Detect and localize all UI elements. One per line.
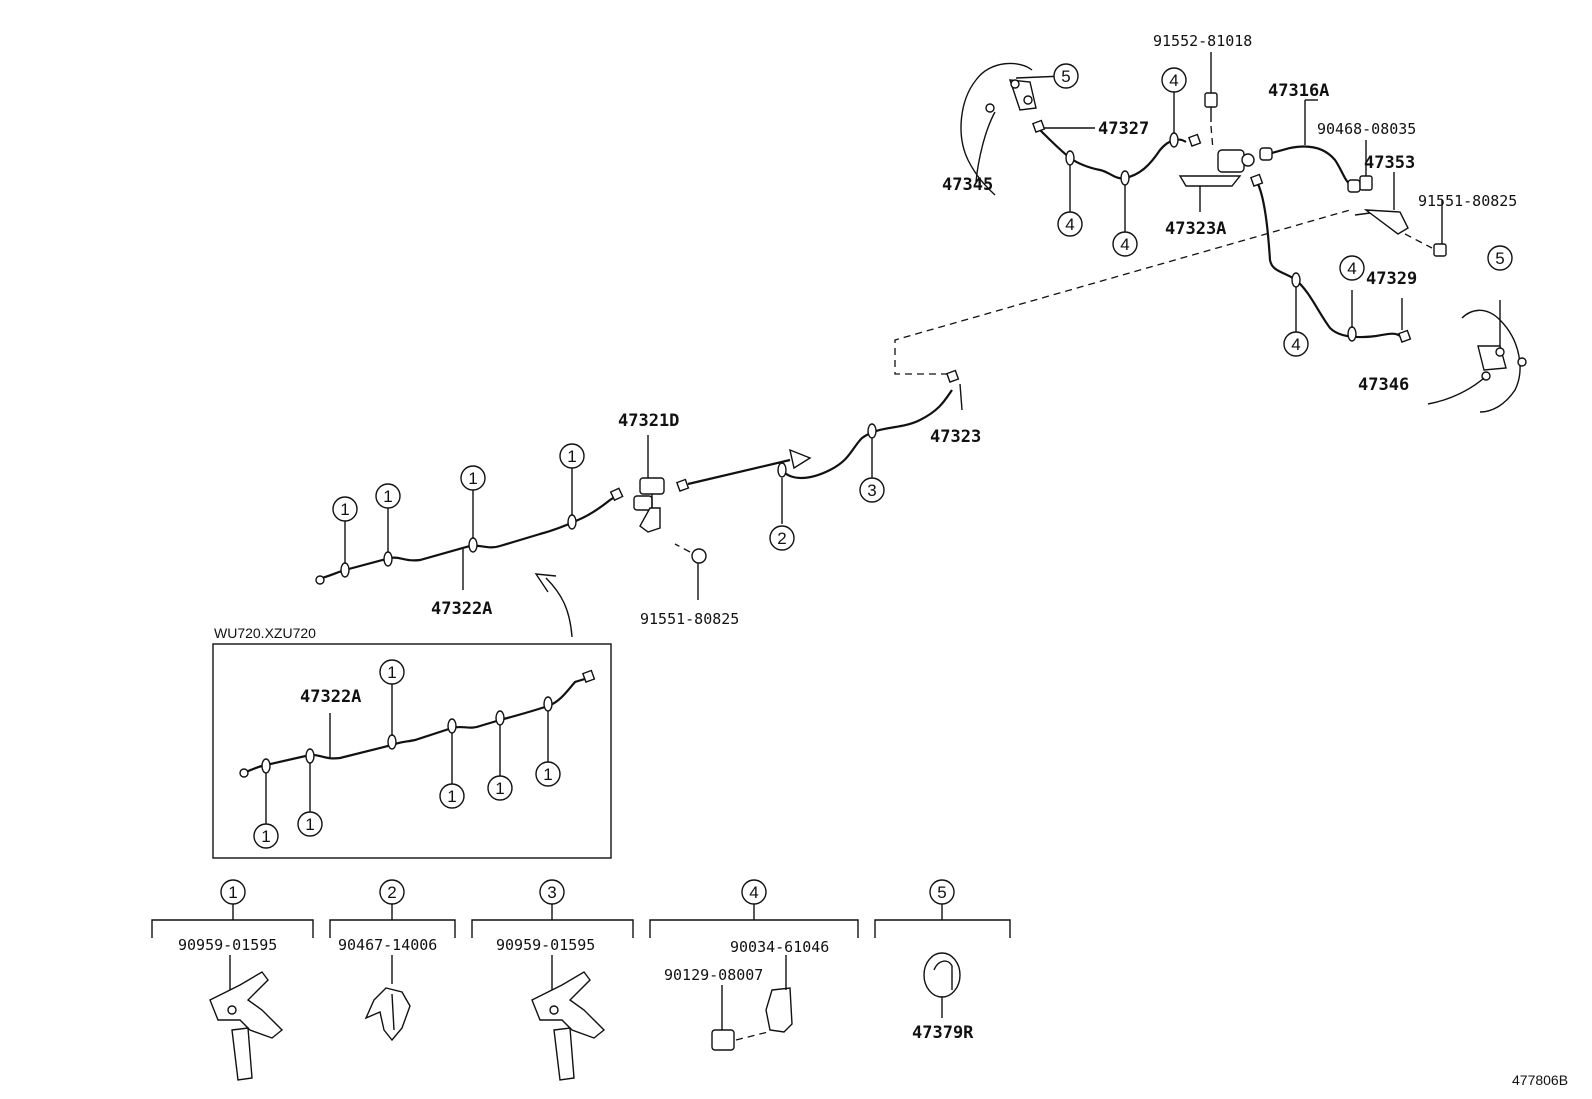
label-91552-81018: 91552-81018 — [1153, 32, 1252, 50]
callout-1: 1 — [305, 815, 314, 834]
clamp-90034-bolt-90129-drawing — [711, 955, 793, 1051]
callout-5: 5 — [1495, 249, 1504, 268]
label-47353: 47353 — [1364, 153, 1415, 173]
clamp-marker — [468, 537, 478, 553]
callout-4: 4 — [1065, 215, 1074, 234]
legend-num-1: 1 — [228, 883, 237, 902]
callout-1: 1 — [383, 487, 392, 506]
clip-90959-01595-b-drawing — [531, 955, 606, 1081]
label-47322A-inset: 47322A — [300, 687, 361, 707]
dashed-connector — [894, 209, 1351, 375]
callout-circles: 1 1 1 1 2 3 4 4 4 4 4 5 5 1 1 1 1 1 1 1 … — [220, 63, 1513, 905]
label-47323: 47323 — [930, 427, 981, 447]
legend-num-4: 4 — [749, 883, 758, 902]
part-labels: 91552-81018 47316A 90468-08035 47353 915… — [178, 32, 1568, 1088]
label-91551-80825-upper: 91551-80825 — [1418, 192, 1517, 210]
legend-part-90959-01595: 90959-01595 — [178, 936, 277, 954]
label-47322A: 47322A — [431, 599, 492, 619]
clip-90467-14006-drawing — [364, 955, 411, 1042]
direction-arrow — [789, 448, 812, 470]
callout-5: 5 — [1061, 67, 1070, 86]
legend-part-90034-61046: 90034-61046 — [730, 938, 829, 956]
legend-part-90467-14006: 90467-14006 — [338, 936, 437, 954]
clamp-marker — [383, 551, 393, 567]
legend-num-2: 2 — [387, 883, 396, 902]
callout-1: 1 — [387, 663, 396, 682]
callout-1: 1 — [447, 787, 456, 806]
main-brake-line-47322A — [315, 468, 624, 590]
callout-1: 1 — [468, 469, 477, 488]
line-end-fitting — [315, 575, 325, 585]
clamp-marker — [567, 514, 577, 530]
label-90468-08035: 90468-08035 — [1317, 120, 1416, 138]
callout-4: 4 — [1169, 71, 1178, 90]
label-47329: 47329 — [1366, 269, 1417, 289]
callout-1: 1 — [261, 827, 270, 846]
callout-4: 4 — [1291, 335, 1300, 354]
middle-brake-line-47323 — [675, 369, 963, 524]
inset-box — [212, 573, 612, 859]
clamp-marker — [340, 562, 350, 578]
legend-part-90959-01595-b: 90959-01595 — [496, 936, 595, 954]
callout-1: 1 — [340, 500, 349, 519]
callout-4: 4 — [1347, 259, 1356, 278]
legend-num-3: 3 — [547, 883, 556, 902]
callout-2: 2 — [777, 529, 786, 548]
junction-block-47321D — [633, 435, 707, 600]
label-91551-80825-lower: 91551-80825 — [640, 610, 739, 628]
label-47321D: 47321D — [618, 411, 679, 431]
label-47346: 47346 — [1358, 375, 1409, 395]
inset-model-note: WU720.XZU720 — [214, 625, 316, 641]
legend-part-90129-08007: 90129-08007 — [664, 966, 763, 984]
clip-90959-01595-drawing — [209, 955, 284, 1081]
callout-4: 4 — [1120, 235, 1129, 254]
upper-right-assembly — [960, 52, 1527, 413]
callout-3: 3 — [867, 481, 876, 500]
legend-brackets — [151, 904, 1011, 938]
callout-1: 1 — [495, 779, 504, 798]
legend-part-47379R: 47379R — [912, 1023, 974, 1043]
grommet-47379R-drawing — [923, 952, 961, 1018]
flare-nut — [609, 487, 624, 502]
callout-1: 1 — [567, 447, 576, 466]
label-47316A: 47316A — [1268, 81, 1329, 101]
figure-id: 477806B — [1512, 1072, 1568, 1088]
callout-1: 1 — [543, 765, 552, 784]
label-47345: 47345 — [942, 175, 993, 195]
legend-num-5: 5 — [937, 883, 946, 902]
label-47323A: 47323A — [1165, 219, 1226, 239]
label-47327: 47327 — [1098, 119, 1149, 139]
